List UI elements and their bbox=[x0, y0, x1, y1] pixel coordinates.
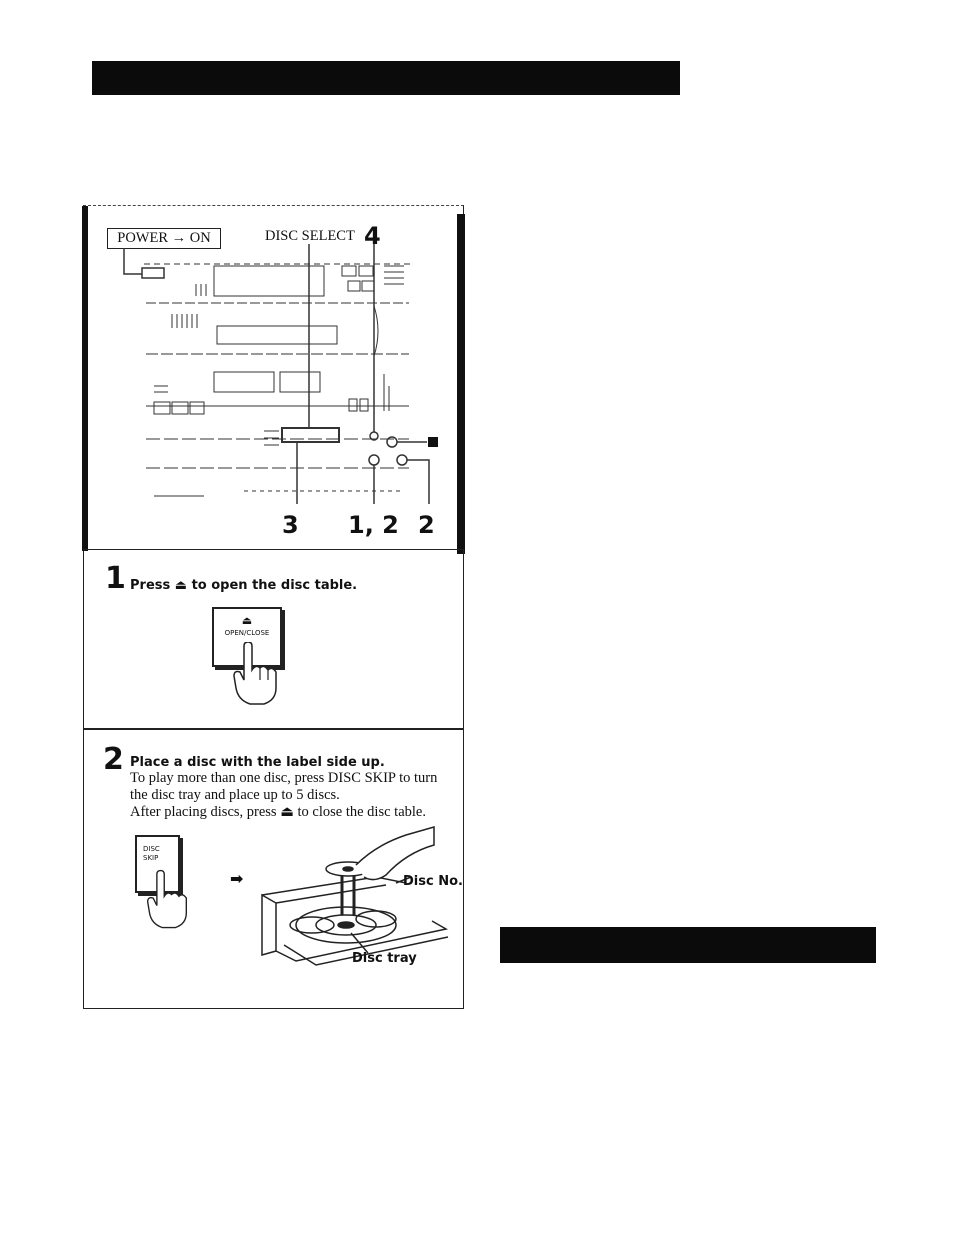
stereo-front-panel-diagram: POWER → ON DISC SELECT 4 bbox=[83, 205, 464, 550]
callout-2: 2 bbox=[418, 513, 435, 537]
step-2-number: 2 bbox=[103, 745, 124, 775]
eject-icon: ⏏ bbox=[214, 615, 280, 626]
stereo-device-drawing bbox=[84, 206, 465, 551]
callout-3: 3 bbox=[282, 513, 299, 537]
pointing-hand-icon-2 bbox=[144, 869, 190, 931]
step-2-line-1: To play more than one disc, press DISC S… bbox=[130, 770, 437, 787]
callout-1-2: 1, 2 bbox=[348, 513, 399, 537]
step-2-line-3: After placing discs, press ⏏ to close th… bbox=[130, 804, 426, 821]
disc-skip-label-2: SKIP bbox=[143, 854, 158, 862]
section-title-bar-right bbox=[500, 927, 876, 963]
step-2-panel: 2 Place a disc with the label side up. T… bbox=[83, 728, 464, 1009]
step-2-line-2: the disc tray and place up to 5 discs. bbox=[130, 787, 340, 804]
disc-no-label: Disc No. bbox=[403, 874, 463, 889]
arrow-right-icon: ➡ bbox=[230, 869, 243, 888]
step-1-heading: Press ⏏ to open the disc table. bbox=[130, 578, 357, 593]
section-title-bar-top bbox=[92, 61, 680, 95]
disc-skip-label-1: DISC bbox=[143, 845, 160, 853]
step-1-number: 1 bbox=[105, 564, 126, 594]
disc-tray-label: Disc tray bbox=[352, 951, 417, 966]
step-1-panel: 1 Press ⏏ to open the disc table. ⏏ OPEN… bbox=[83, 549, 464, 730]
pointing-hand-icon bbox=[230, 642, 280, 706]
open-close-button-label: OPEN/CLOSE bbox=[214, 629, 280, 637]
step-2-heading: Place a disc with the label side up. bbox=[130, 755, 385, 770]
